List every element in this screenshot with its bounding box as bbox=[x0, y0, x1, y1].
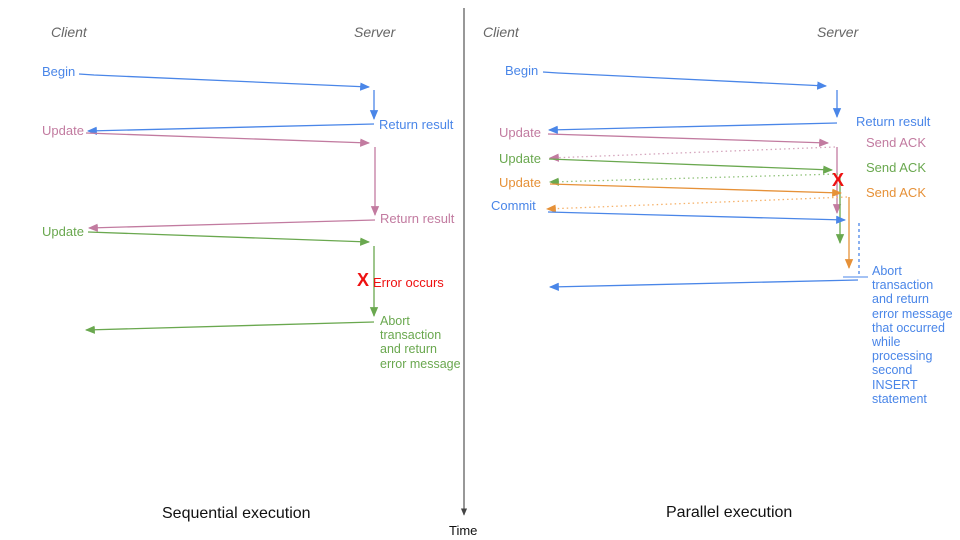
left-error-x-icon: X bbox=[357, 270, 370, 290]
right-update-1-request-arrow bbox=[547, 133, 830, 147]
left-return-result-1-label: Return result bbox=[379, 117, 454, 132]
right-send-ack-3-arrow bbox=[545, 196, 848, 213]
right-client-header: Client bbox=[483, 24, 519, 40]
left-return-result-2-label: Return result bbox=[380, 211, 455, 226]
left-update-2-request-arrow bbox=[87, 231, 371, 246]
right-send-ack-2-label: Send ACK bbox=[866, 160, 926, 175]
right-panel-title: Parallel execution bbox=[666, 504, 793, 521]
right-panel-arrows bbox=[542, 71, 868, 291]
right-update-3-request-arrow bbox=[549, 183, 843, 197]
right-update-2-label: Update bbox=[499, 151, 541, 166]
left-server-header: Server bbox=[354, 24, 396, 40]
right-abort-return-arrow bbox=[548, 279, 859, 291]
right-return-result-arrow bbox=[547, 122, 838, 134]
left-begin-label: Begin bbox=[42, 64, 76, 79]
right-return-result-label: Return result bbox=[856, 114, 931, 129]
left-update-1-request-arrow bbox=[85, 132, 371, 147]
right-update-1-label: Update bbox=[499, 125, 541, 140]
left-abort-return-arrow bbox=[84, 321, 375, 334]
right-send-ack-1-arrow bbox=[548, 146, 836, 162]
right-server-header: Server bbox=[817, 24, 859, 40]
right-commit-label: Commit bbox=[491, 198, 536, 213]
left-abort-note: Abort transaction and return error messa… bbox=[380, 314, 461, 371]
left-client-header: Client bbox=[51, 24, 87, 40]
right-error-x-icon: X bbox=[832, 170, 845, 190]
right-abort-note: Abort transaction and return error messa… bbox=[872, 264, 953, 406]
left-return-result-1-arrow bbox=[86, 123, 375, 135]
right-begin-request-arrow bbox=[542, 71, 828, 90]
right-begin-label: Begin bbox=[505, 63, 539, 78]
right-update-3-label: Update bbox=[499, 175, 541, 190]
left-update-1-label: Update bbox=[42, 123, 84, 138]
right-send-ack-3-label: Send ACK bbox=[866, 185, 926, 200]
left-panel-title: Sequential execution bbox=[162, 505, 311, 522]
right-commit-request-arrow bbox=[547, 211, 847, 224]
left-panel-arrows bbox=[78, 73, 380, 334]
left-return-result-2-arrow bbox=[87, 219, 376, 232]
left-error-label: Error occurs bbox=[373, 275, 444, 290]
right-send-ack-1-label: Send ACK bbox=[866, 135, 926, 150]
right-update-2-request-arrow bbox=[548, 158, 834, 174]
left-update-2-label: Update bbox=[42, 224, 84, 239]
left-begin-request-arrow bbox=[78, 73, 371, 91]
right-send-ack-2-arrow bbox=[548, 173, 839, 186]
time-axis-label: Time bbox=[449, 523, 478, 538]
